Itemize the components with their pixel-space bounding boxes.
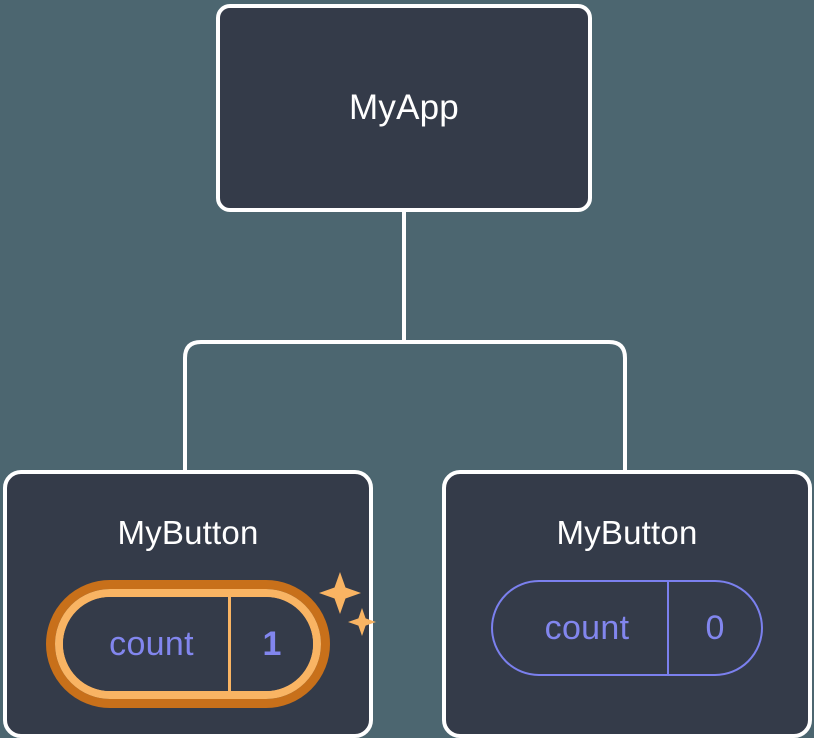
state-pill-anchor-right: count 0 [491,580,763,676]
state-pill-wrap-right: count 0 [446,580,808,676]
node-title-mybutton-right: MyButton [556,514,698,551]
state-pill-count-plain[interactable]: count 0 [491,580,763,676]
state-pill-count-highlighted[interactable]: count 1 [46,580,330,708]
connector-branch-bar [183,340,627,470]
node-title-mybutton-left: MyButton [117,514,259,551]
state-pill-anchor-left: count 1 [46,572,376,708]
node-title-myapp: MyApp [349,88,459,127]
tree-node-myapp[interactable]: MyApp [216,4,592,212]
tree-node-mybutton-left[interactable]: MyButton count 1 [3,470,376,738]
state-key-label-right: count [493,582,669,674]
state-value-left: 1 [262,624,282,663]
tree-node-mybutton-right[interactable]: MyButton count 0 [442,470,812,738]
state-key-label-left: count [63,597,231,691]
state-pill-wrap-left: count 1 [7,572,376,708]
sparkle-large-icon [319,572,361,614]
state-pill-body: count 1 [63,597,313,691]
state-value-right: 0 [705,608,725,647]
sparkle-small-icon [348,608,376,636]
